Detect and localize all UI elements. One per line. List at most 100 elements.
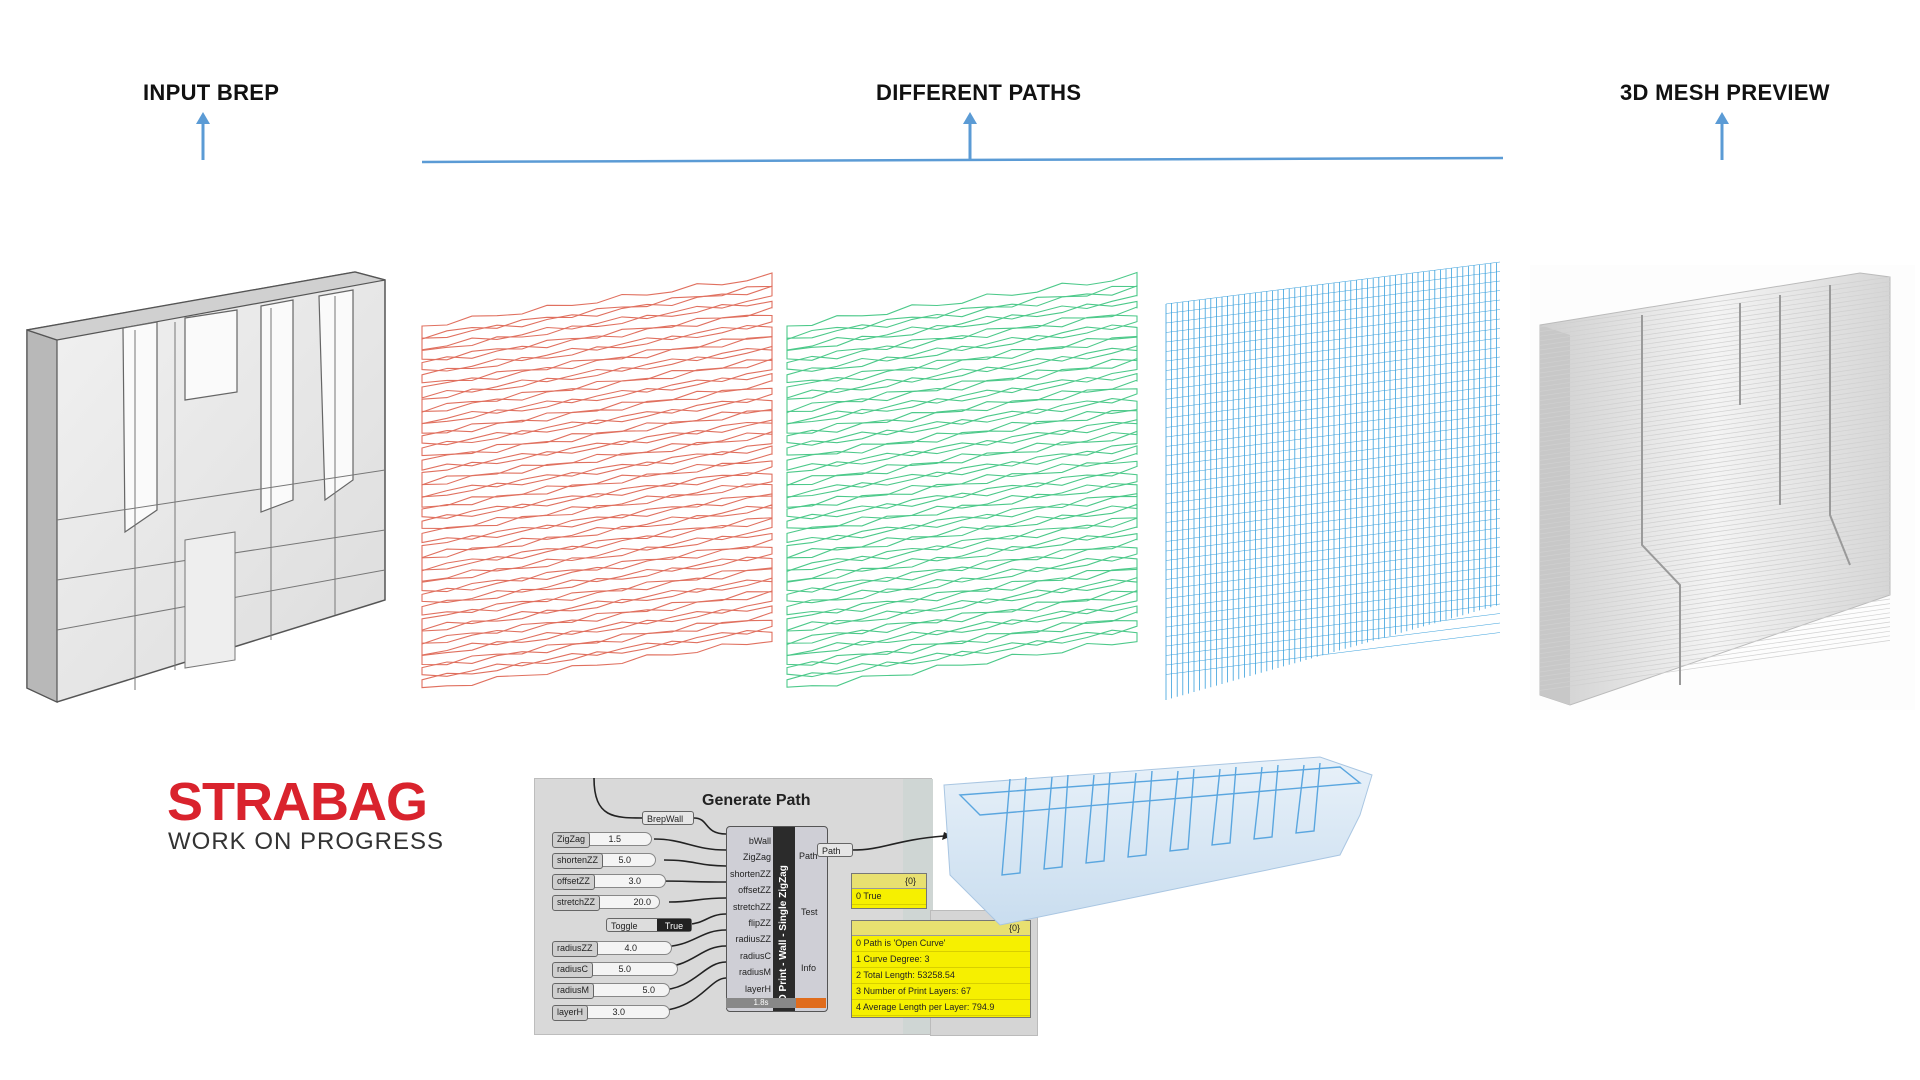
path-output-param[interactable]: Path <box>817 843 853 857</box>
slider-zigzag[interactable]: ZigZag 1.5 <box>552 832 652 848</box>
path-layer <box>421 285 773 351</box>
toggle-value[interactable]: True <box>657 919 691 931</box>
mesh-layer-line <box>1539 635 1891 687</box>
slider-offsetzz[interactable]: offsetZZ 3.0 <box>552 874 666 890</box>
path-layer <box>1165 328 1501 371</box>
print-rib <box>1253 764 1279 840</box>
mesh-layer-line <box>1539 465 1891 516</box>
print-rib <box>1001 776 1027 876</box>
path-layer <box>1165 375 1501 419</box>
path-layer <box>1165 451 1501 495</box>
mesh-layer-line <box>1539 529 1891 581</box>
mesh-layer-line <box>1539 405 1891 457</box>
input-bwall[interactable]: bWall <box>748 836 771 846</box>
slider-radiusm[interactable]: radiusM 5.0 <box>552 983 670 999</box>
path-layer <box>1165 404 1501 447</box>
path-layer <box>421 387 773 446</box>
brepwall-param[interactable]: BrepWall <box>642 811 694 825</box>
generate-path-component[interactable]: 3D Print - Wall - Single ZigZag bWall Zi… <box>726 826 828 1012</box>
path-layer <box>1165 442 1501 485</box>
path-layer <box>786 482 1138 544</box>
mesh-layer-line <box>1539 345 1891 397</box>
path-layer <box>421 410 773 471</box>
test-panel[interactable]: {0} 0 True <box>851 873 927 909</box>
path-layer <box>786 533 1138 593</box>
output-test[interactable]: Test <box>801 907 818 917</box>
path-layer <box>1165 309 1501 352</box>
mesh-layer-line <box>1539 612 1891 664</box>
mesh-layer-line <box>1539 446 1891 498</box>
path-blue-illustration <box>1165 261 1501 700</box>
path-layer <box>1165 366 1501 409</box>
path-layer <box>1165 347 1501 390</box>
path-green-illustration <box>786 271 1138 688</box>
input-offsetzz[interactable]: offsetZZ <box>738 885 771 896</box>
path-layer <box>1165 489 1501 533</box>
path-layer <box>421 272 773 340</box>
path-layer <box>786 398 1138 456</box>
mesh-layer-line <box>1539 525 1891 576</box>
path-layer <box>786 629 1138 688</box>
path-layer <box>1165 337 1501 381</box>
input-radiusc[interactable]: radiusC <box>739 950 771 961</box>
path-layer <box>421 504 773 572</box>
path-layer <box>421 605 773 666</box>
strabag-logo: STRABAG <box>167 772 428 832</box>
mesh-layer-line <box>1539 594 1891 645</box>
mesh-layer-line <box>1539 460 1891 512</box>
output-path[interactable]: Path <box>799 851 818 861</box>
mesh-layer-line <box>1539 419 1891 470</box>
path-layer <box>786 388 1138 446</box>
path-layer <box>1165 527 1501 571</box>
path-layer <box>786 357 1138 425</box>
slider-radiusc[interactable]: radiusC 5.0 <box>552 962 678 978</box>
path-layer <box>421 358 773 425</box>
input-radiuszz[interactable]: radiusZZ <box>735 934 771 945</box>
mesh-layer-line <box>1539 341 1891 392</box>
path-layer <box>786 620 1138 678</box>
input-flipzz[interactable]: flipZZ <box>748 918 772 929</box>
mesh-layer-line <box>1539 557 1891 608</box>
input-shortenzz[interactable]: shortenZZ <box>729 868 771 879</box>
mesh-layer-line <box>1539 331 1891 383</box>
mesh-layer-line <box>1539 281 1891 332</box>
input-brep-heading: INPUT BREP <box>143 80 280 105</box>
path-layer <box>421 472 773 530</box>
mesh-layer-line <box>1539 428 1891 480</box>
mesh-layer-line <box>1539 290 1891 342</box>
mesh-layer-line <box>1539 304 1891 355</box>
path-layer <box>786 503 1138 573</box>
info-panel[interactable]: {0} 0 Path is 'Open Curve' 1 Curve Degre… <box>851 920 1031 1018</box>
mesh-layer-line <box>1539 442 1891 493</box>
print-rib <box>1127 770 1153 858</box>
input-radiusm[interactable]: radiusM <box>738 967 771 978</box>
input-zigzag[interactable]: ZigZag <box>742 852 771 863</box>
slider-shortenzz[interactable]: shortenZZ 5.0 <box>552 853 656 869</box>
output-info[interactable]: Info <box>801 963 817 973</box>
mesh-layer-line <box>1539 318 1891 369</box>
mesh-layer-line <box>1539 598 1891 650</box>
mesh-layer-line <box>1539 566 1891 618</box>
mesh-layer-line <box>1539 492 1891 544</box>
mesh-layer-line <box>1539 368 1891 420</box>
path-layer <box>421 532 773 593</box>
mesh-layer-line <box>1539 571 1891 622</box>
print-outline <box>958 766 1362 816</box>
slider-stretchzz[interactable]: stretchZZ 20.0 <box>552 895 660 911</box>
print-rib <box>1169 768 1195 852</box>
path-layer <box>1165 613 1501 656</box>
mesh-layer-line <box>1539 433 1891 484</box>
mesh-preview-illustration <box>1530 265 1915 710</box>
slider-layerh[interactable]: layerH 3.0 <box>552 1005 670 1021</box>
mesh-layer-line <box>1539 364 1891 415</box>
input-layerh[interactable]: layerH <box>744 983 771 994</box>
path-layer <box>421 445 773 508</box>
toggle-param[interactable]: Toggle True <box>606 918 692 932</box>
mesh-layer-line <box>1539 603 1891 654</box>
mesh-layer-line <box>1539 483 1891 535</box>
component-timer: 1.8s <box>726 998 796 1008</box>
mesh-layer-line <box>1539 607 1891 659</box>
slider-radiuszz[interactable]: radiusZZ 4.0 <box>552 941 672 957</box>
input-stretchzz[interactable]: stretchZZ <box>732 901 771 912</box>
path-layer <box>421 590 773 656</box>
